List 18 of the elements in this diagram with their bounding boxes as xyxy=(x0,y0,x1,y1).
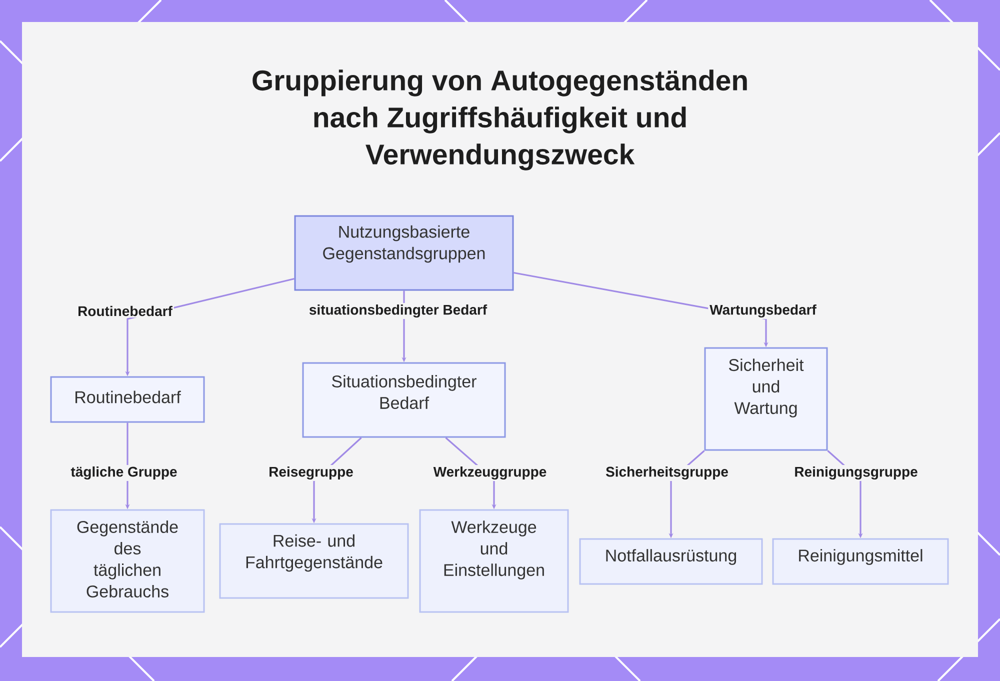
edge-label: situationsbedingter Bedarf xyxy=(307,302,489,320)
edge-label: Reisegruppe xyxy=(267,464,355,482)
edge-label: tägliche Gruppe xyxy=(69,464,179,482)
category-box: Notfallausrüstung xyxy=(579,538,763,585)
edge-label: Routinebedarf xyxy=(76,304,174,318)
edge-label: Sicherheitsgruppe xyxy=(604,464,730,482)
title: Gruppierung von Autogegenständen nach Zugriffshäufigkeit und Verwendungszweck xyxy=(252,70,747,170)
category-box: Gegenstände des täglichen Gebrauchs xyxy=(50,509,205,613)
category-box: Sicherheit und Wartung xyxy=(704,347,828,451)
category-box: Situationsbedingter Bedarf xyxy=(302,362,506,438)
edge-label: Wartungsbedarf xyxy=(708,302,818,320)
category-box: Nutzungsbasierte Gegenstandsgruppen xyxy=(294,215,514,291)
edge-label: Reinigungsgruppe xyxy=(792,464,920,482)
category-box: Reise- und Fahrtgegenstände xyxy=(219,523,409,599)
category-box: Reinigungsmittel xyxy=(772,538,949,585)
edge-label: Werkzeuggruppe xyxy=(432,464,548,482)
category-box: Routinebedarf xyxy=(50,376,205,423)
category-box: Werkzeuge und Einstellungen xyxy=(419,509,569,613)
